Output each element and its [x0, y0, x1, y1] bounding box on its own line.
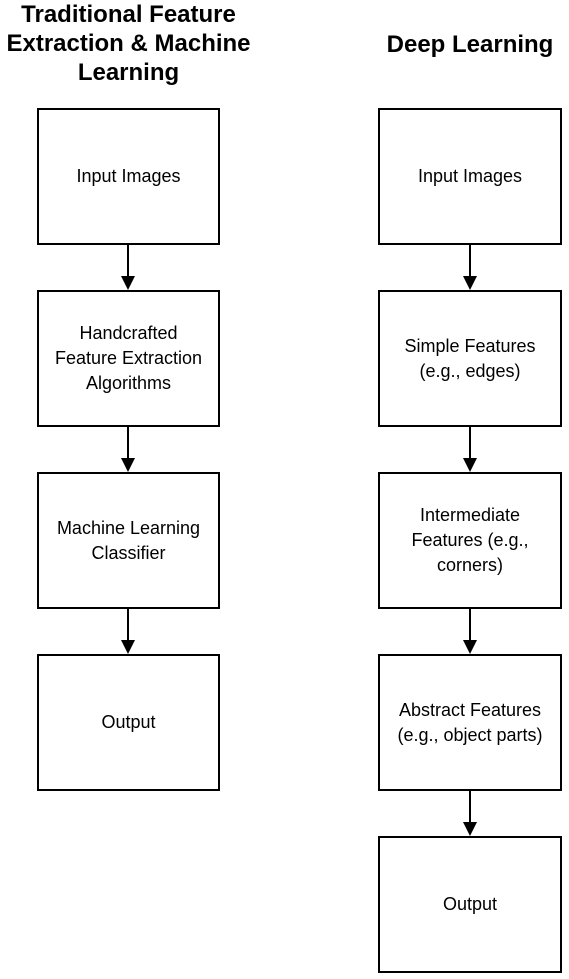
- right-arrowhead-2: [463, 458, 477, 472]
- left-step-ml-classifier: Machine Learning Classifier: [37, 472, 220, 609]
- right-step-output-label: Output: [442, 894, 498, 914]
- right-arrowhead-3: [463, 640, 477, 654]
- left-step-input-images-label: Input Images: [76, 166, 181, 186]
- left-step-handcrafted-feature-extraction-label: Handcrafted Feature Extraction Algorithm…: [54, 323, 203, 393]
- right-step-intermediate-features-label: Intermediate Features (e.g., corners): [411, 505, 529, 575]
- deep-learning-column-title: Deep Learning: [386, 31, 554, 58]
- right-step-abstract-features: Abstract Features (e.g., object parts): [378, 654, 562, 791]
- right-step-simple-features: Simple Features (e.g., edges): [378, 290, 562, 427]
- left-step-ml-classifier-label: Machine Learning Classifier: [56, 517, 201, 563]
- left-arrowhead-1: [121, 276, 135, 290]
- left-arrowhead-2: [121, 458, 135, 472]
- right-step-abstract-features-label: Abstract Features (e.g., object parts): [397, 699, 543, 745]
- right-arrowhead-1: [463, 276, 477, 290]
- left-step-input-images: Input Images: [37, 108, 220, 245]
- left-arrowhead-3: [121, 640, 135, 654]
- right-step-input-images-label: Input Images: [417, 166, 523, 186]
- left-step-output-label: Output: [101, 712, 156, 732]
- traditional-column-title: Traditional Feature Extraction & Machine…: [6, 1, 251, 86]
- left-step-output: Output: [37, 654, 220, 791]
- right-step-output: Output: [378, 836, 562, 973]
- right-step-intermediate-features: Intermediate Features (e.g., corners): [378, 472, 562, 609]
- right-step-input-images: Input Images: [378, 108, 562, 245]
- right-arrowhead-4: [463, 822, 477, 836]
- left-step-handcrafted-feature-extraction: Handcrafted Feature Extraction Algorithm…: [37, 290, 220, 427]
- right-step-simple-features-label: Simple Features (e.g., edges): [404, 335, 536, 381]
